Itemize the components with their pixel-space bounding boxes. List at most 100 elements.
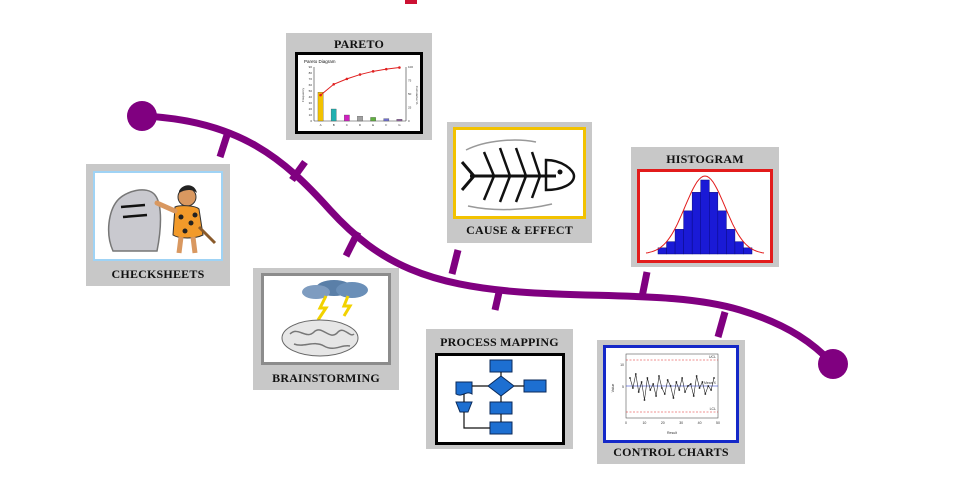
control-chart-mean-label: Mean X bbox=[704, 381, 717, 385]
control-chart-data-point bbox=[643, 399, 646, 401]
histogram-frame bbox=[637, 169, 773, 263]
roadmap-tick bbox=[714, 311, 729, 338]
control-chart-data-point bbox=[646, 377, 649, 379]
pareto-bar bbox=[396, 119, 403, 122]
brainstorming-frame bbox=[261, 273, 391, 365]
histogram-bar bbox=[700, 179, 710, 255]
pareto-left-tick: 70 bbox=[309, 77, 313, 81]
control-chart-data-point bbox=[689, 383, 692, 385]
roadmap-tick bbox=[289, 159, 308, 183]
control-chart-y-axis-label: Value bbox=[611, 384, 615, 393]
pareto-bar bbox=[330, 108, 337, 122]
pareto-bar bbox=[383, 118, 390, 122]
control-chart-data-point bbox=[652, 383, 655, 385]
control-chart-data-point bbox=[713, 377, 715, 379]
pareto-right-axis-label: Cumulative % bbox=[415, 86, 419, 105]
histogram-bar bbox=[683, 210, 693, 255]
control-chart-data-point bbox=[663, 393, 666, 395]
control-chart-x-tick: 20 bbox=[661, 421, 665, 425]
roadmap-tick bbox=[216, 130, 232, 159]
roadmap-tick bbox=[448, 249, 462, 275]
checksheets-card: CHECKSHEETS bbox=[86, 164, 230, 286]
control-charts-label: CONTROL CHARTS bbox=[613, 445, 729, 459]
brainstorming-card: BRAINSTORMING bbox=[253, 268, 399, 390]
roadmap-tick bbox=[638, 271, 651, 298]
pareto-cumulative-point bbox=[332, 82, 336, 86]
pareto-bar bbox=[317, 92, 324, 122]
control-chart-data-point bbox=[701, 381, 704, 383]
pareto-category-label: B bbox=[333, 123, 335, 127]
caveman-stone-tablet-icon bbox=[107, 185, 217, 254]
histogram-card: HISTOGRAM bbox=[631, 147, 779, 267]
control-chart-data-point bbox=[710, 389, 713, 391]
control-chart-data-point bbox=[675, 381, 678, 383]
pareto-cumulative-point bbox=[345, 77, 349, 81]
pareto-right-tick: 75 bbox=[408, 79, 412, 83]
histogram-bar bbox=[666, 241, 676, 255]
control-chart-x-tick: 30 bbox=[679, 421, 683, 425]
control-chart-x-tick: 0 bbox=[625, 421, 627, 425]
pareto-cumulative-line bbox=[320, 67, 400, 96]
histogram-normal-curve bbox=[645, 175, 765, 254]
control-chart-data-point bbox=[681, 377, 684, 379]
pareto-right-tick: 50 bbox=[408, 92, 412, 96]
pareto-category-label: G bbox=[398, 123, 401, 127]
pareto-cumulative-point bbox=[398, 66, 401, 69]
control-chart-data-point bbox=[698, 387, 701, 389]
cause-effect-card: CAUSE & EFFECT bbox=[447, 122, 592, 243]
roadmap-end-dot bbox=[818, 349, 848, 379]
cause-effect-frame bbox=[453, 127, 586, 219]
control-chart-data-point bbox=[660, 387, 663, 389]
control-chart-data-point bbox=[684, 391, 686, 393]
process-mapping-frame bbox=[435, 353, 565, 445]
control-chart-y-tick: 5 bbox=[622, 385, 624, 389]
control-chart-x-tick: 10 bbox=[642, 421, 646, 425]
pareto-bar bbox=[370, 117, 376, 122]
control-chart-data-point bbox=[629, 377, 631, 379]
pareto-left-tick: 40 bbox=[309, 95, 313, 99]
control-chart-y-tick: 10 bbox=[620, 363, 624, 367]
pareto-bar bbox=[344, 114, 350, 122]
control-chart-data-point bbox=[669, 385, 672, 387]
control-chart-data-point bbox=[692, 395, 695, 397]
pareto-cumulative-point bbox=[319, 93, 322, 97]
process-mapping-card: PROCESS MAPPING bbox=[426, 329, 573, 449]
control-chart-data-point bbox=[640, 381, 643, 383]
pareto-category-label: F bbox=[385, 123, 387, 127]
histogram-bar bbox=[743, 247, 753, 255]
brain-storm-cloud-icon bbox=[281, 280, 368, 357]
control-chart-ucl-label: UCL bbox=[709, 355, 716, 359]
histogram-bar bbox=[709, 192, 719, 255]
pareto-category-label: D bbox=[359, 123, 362, 127]
control-chart-data-point bbox=[672, 397, 675, 399]
histogram-bar bbox=[734, 241, 744, 255]
control-chart-data-point bbox=[687, 385, 689, 387]
control-chart-data-point bbox=[637, 391, 640, 393]
histogram-bar bbox=[691, 192, 701, 255]
control-chart-data-point bbox=[666, 379, 669, 381]
pareto-left-axis-label: Frequency bbox=[301, 87, 305, 102]
pareto-chart: Pareto Diagram90807060504030201001007550… bbox=[301, 59, 419, 127]
roadmap-tick bbox=[342, 230, 362, 258]
cause-effect-label: CAUSE & EFFECT bbox=[466, 223, 573, 237]
pareto-cumulative-point bbox=[384, 67, 388, 71]
pareto-left-tick: 60 bbox=[309, 83, 313, 87]
title-fragment bbox=[405, 0, 417, 4]
control-chart-data-point bbox=[695, 375, 698, 377]
pareto-right-tick: 100 bbox=[408, 65, 413, 69]
pareto-category-label: E bbox=[372, 123, 374, 127]
roadmap-tick bbox=[491, 287, 504, 311]
checksheets-frame bbox=[93, 171, 223, 261]
pareto-label: PARETO bbox=[333, 37, 385, 51]
brainstorming-label: BRAINSTORMING bbox=[272, 371, 380, 385]
pareto-bar bbox=[357, 116, 363, 122]
pareto-chart-title: Pareto Diagram bbox=[304, 59, 336, 64]
control-chart-data-point bbox=[631, 387, 634, 389]
control-chart-x-tick: 40 bbox=[698, 421, 702, 425]
histogram-label: HISTOGRAM bbox=[666, 152, 744, 166]
pareto-left-tick: 30 bbox=[309, 101, 313, 105]
